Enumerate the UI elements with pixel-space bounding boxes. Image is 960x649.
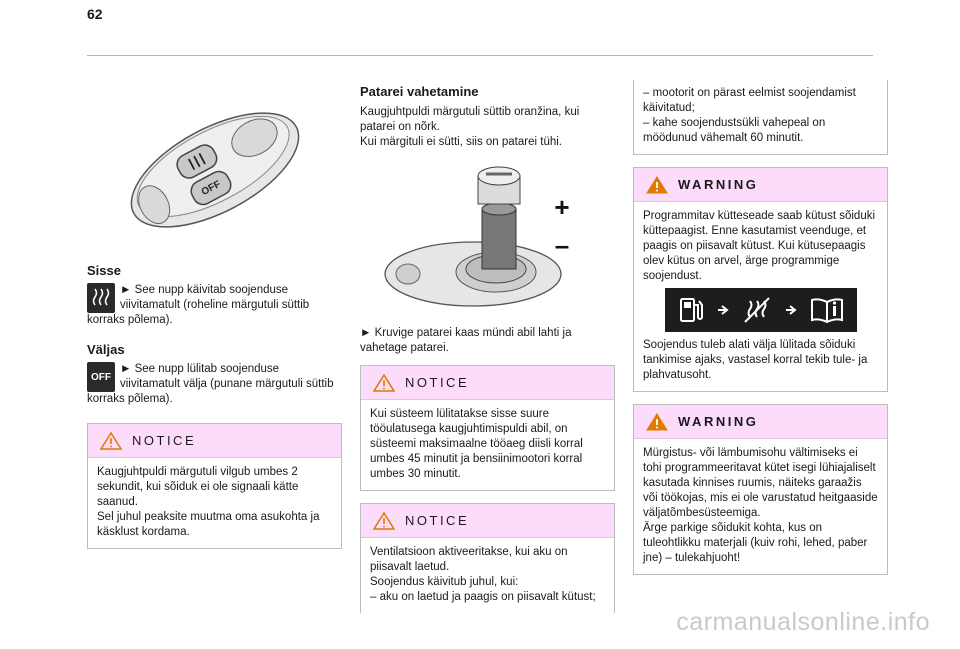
continuation-line: möödunud vähemalt 60 minutit. (643, 132, 804, 144)
warning-after-line: Soojendus tuleb alati välja lülitada sõi… (643, 339, 856, 351)
intro-line: Kaugjuhtpuldi märgutuli süttib oranžina,… (360, 106, 580, 118)
warning-triangle-icon (646, 175, 668, 193)
column-2: Patarei vahetamine Kaugjuhtpuldi märgutu… (360, 84, 615, 613)
notice-line: sekundit, kui sõiduk ei ole signaali kät… (97, 481, 299, 493)
battery-intro: Kaugjuhtpuldi märgutuli süttib oranžina,… (360, 105, 615, 150)
refuel-pictogram-strip (665, 288, 857, 332)
warning-line: väljatõmbesüsteemiga. (643, 507, 761, 519)
warning-line: olev kütus on arvel, ärge programmige (643, 255, 840, 267)
manual-book-icon (811, 298, 844, 323)
warning-line: tuleohtlikku materjali (kuiv rohi, lehed… (643, 537, 868, 549)
instruction-line: vahetage patarei. (360, 342, 449, 354)
notice-line: Ventilatsioon aktiveeritakse, kui aku on (370, 546, 568, 558)
warning-body: Programmitav kütteseade saab kütust sõid… (634, 202, 887, 391)
arrow-right-icon (786, 305, 797, 315)
warning-body: Mürgistus- või lämbumisohu vältimiseks e… (634, 439, 887, 574)
notice-body: Kaugjuhtpuldi märgutuli vilgub umbes 2 s… (88, 458, 341, 548)
notice-body: Kui süsteem lülitatakse sisse suure tööu… (361, 400, 614, 490)
page-number: 62 (87, 6, 103, 22)
warning-triangle-icon (373, 373, 395, 392)
notice-box-range: NOTICE Kui süsteem lülitatakse sisse suu… (360, 365, 615, 491)
watermark: carmanualsonline.info (676, 608, 930, 636)
notice-title: NOTICE (132, 433, 197, 448)
intro-line: patarei on nõrk. (360, 121, 440, 133)
continuation-body: – mootorit on pärast eelmist soojendamis… (634, 80, 887, 154)
warning-line: soojendust. (643, 270, 702, 282)
valjas-paragraph: OFF ► See nupp lülitab soojenduse viivit… (87, 362, 342, 407)
warning-line: või töökojas, mis ei ole varustatud heit… (643, 492, 878, 504)
warning-box-fuel: WARNING Programmitav kütteseade saab küt… (633, 167, 888, 392)
notice-line: tööulatusega kaugjuhtimispuldi abil, on (370, 423, 568, 435)
warning-line: Ärge parkige sõidukit kohta, kus on (643, 522, 822, 534)
notice-line: umbes 30 minutit. (370, 468, 461, 480)
warning-title: WARNING (678, 177, 759, 192)
sisse-text: ► See nupp käivitab soojenduse viivitama… (87, 284, 310, 326)
arrow-right-icon (717, 305, 729, 315)
header-rule (87, 55, 873, 56)
warning-line: paagis on piisavalt kütust. Kui kütusepa… (643, 240, 866, 252)
warning-header: WARNING (634, 405, 887, 439)
valjas-text: ► See nupp lülitab soojenduse viivitamat… (87, 363, 334, 405)
battery-heading: Patarei vahetamine (360, 84, 479, 99)
warning-line: Programmitav kütteseade saab kütust sõid… (643, 210, 876, 222)
intro-line: Kui märgituli ei sütti, siis on patarei … (360, 136, 562, 148)
notice-box-ventilation: NOTICE Ventilatsioon aktiveeritakse, kui… (360, 503, 615, 613)
warning-triangle-icon (646, 412, 668, 430)
warning-title: WARNING (678, 414, 759, 429)
heater-on-icon (87, 283, 115, 313)
warning-line: tohi programmeeritavat kütet isegi lühia… (643, 462, 876, 474)
fuel-pump-icon (679, 298, 703, 322)
notice-line: käsklust kordama. (97, 526, 190, 538)
notice-line: süsteemi maksimaalne tööaeg diisli korra… (370, 438, 583, 450)
heater-off-icon: OFF (87, 362, 115, 392)
battery-instruction: ► Kruvige patarei kaas mündi abil lahti … (360, 326, 615, 356)
battery-figure: + – (360, 154, 615, 324)
remote-control-figure: OFF (87, 80, 342, 255)
notice-line: saanud. (97, 496, 138, 508)
warning-box-poisoning: WARNING Mürgistus- või lämbumisohu välti… (633, 404, 888, 575)
continuation-line: – mootorit on pärast eelmist soojendamis… (643, 87, 856, 99)
continuation-line: käivitatud; (643, 102, 695, 114)
column-3: – mootorit on pärast eelmist soojendamis… (633, 80, 888, 575)
notice-line: Sel juhul peaksite muutma oma asukohta j… (97, 511, 320, 523)
warning-line: küttepaagist. Enne kasutamist veenduge, … (643, 225, 867, 237)
valjas-heading: Väljas (87, 342, 125, 357)
column-1: OFF Sisse ► See nupp käivitab soojenduse… (87, 80, 342, 549)
notice-title: NOTICE (405, 375, 470, 390)
notice-line: – aku on laetud ja paagis on piisavalt k… (370, 591, 596, 603)
notice-line: Kaugjuhtpuldi märgutuli vilgub umbes 2 (97, 466, 298, 478)
battery-minus-label: – (554, 230, 568, 260)
warning-line: Mürgistus- või lämbumisohu vältimiseks e… (643, 447, 858, 459)
notice-box-remote: NOTICE Kaugjuhtpuldi märgutuli vilgub um… (87, 423, 342, 549)
notice-line: Kui süsteem lülitatakse sisse suure (370, 408, 549, 420)
warning-header: WARNING (634, 168, 887, 202)
sisse-heading: Sisse (87, 263, 121, 278)
notice-header: NOTICE (361, 504, 614, 538)
warning-line: kasutada kinnises ruumis, näiteks garaaž… (643, 477, 862, 489)
warning-triangle-icon (373, 511, 395, 530)
warning-triangle-icon (100, 431, 122, 450)
warning-after-line: tankimise ajaks, vastasel korral tekib t… (643, 354, 868, 366)
notice-line: umbes 45 minutit ja bensiinimootori korr… (370, 453, 583, 465)
continuation-line: – kahe soojendustsükli vahepeal on (643, 117, 826, 129)
notice-body: Ventilatsioon aktiveeritakse, kui aku on… (361, 538, 614, 613)
battery-plus-label: + (554, 192, 569, 222)
sisse-paragraph: ► See nupp käivitab soojenduse viivitama… (87, 283, 342, 328)
warning-line: jne) – tulekahjuoht! (643, 552, 741, 564)
heater-off-icon-label: OFF (91, 371, 111, 383)
notice-header: NOTICE (88, 424, 341, 458)
heater-disabled-icon (744, 297, 770, 323)
notice-continuation-box: – mootorit on pärast eelmist soojendamis… (633, 80, 888, 155)
warning-after-line: plahvatusoht. (643, 369, 712, 381)
notice-header: NOTICE (361, 366, 614, 400)
remote-control-icon: OFF (130, 112, 299, 228)
instruction-line: ► Kruvige patarei kaas mündi abil lahti … (360, 327, 572, 339)
notice-line: Soojendus käivitub juhul, kui: (370, 576, 519, 588)
notice-line: piisavalt laetud. (370, 561, 450, 573)
notice-title: NOTICE (405, 513, 470, 528)
battery-cover-illustration: + – (383, 166, 569, 307)
